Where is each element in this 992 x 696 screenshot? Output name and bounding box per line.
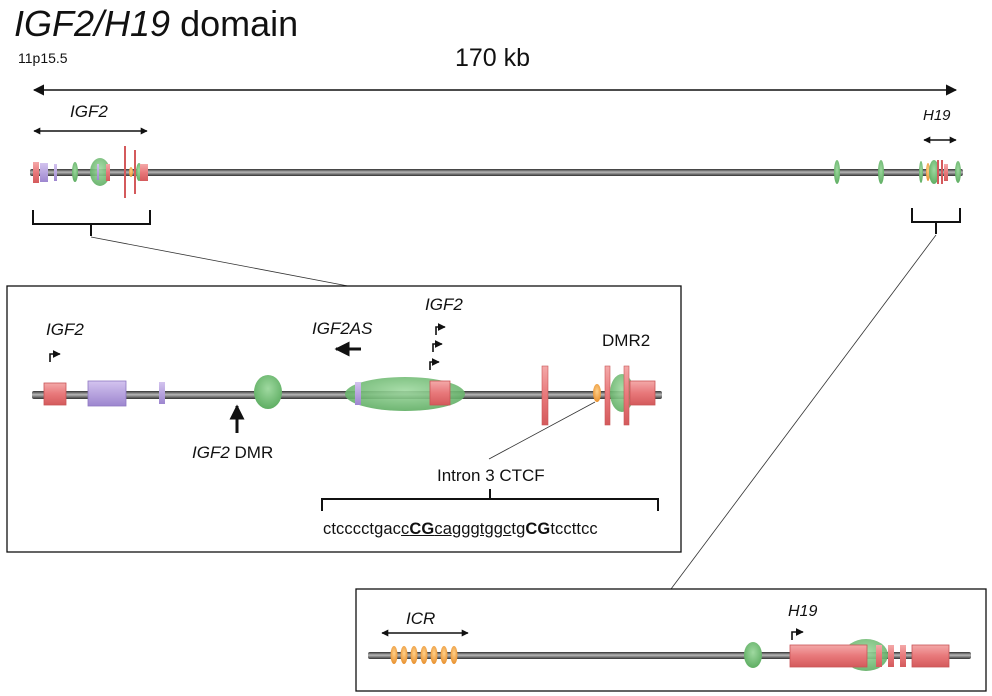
dmr-green	[744, 642, 762, 668]
ctcf-orange	[593, 384, 601, 402]
dmr-red-bar	[124, 146, 126, 198]
seq-seg7: tccttcc	[550, 520, 598, 538]
ctcf-label: Intron 3 CTCF	[437, 466, 545, 485]
igf2as-label: IGF2AS	[312, 319, 373, 338]
h19-bracket	[911, 208, 961, 234]
dmr2-label: DMR2	[602, 331, 651, 350]
seq-cpg: CG	[409, 520, 435, 538]
page-title: IGF2/H19 domain	[14, 2, 298, 46]
dmr-green	[919, 161, 923, 183]
exon-red	[876, 645, 882, 667]
exon-red	[33, 162, 39, 183]
h19-inset-box	[355, 588, 987, 692]
exon-red	[629, 380, 656, 406]
exon-purple	[97, 164, 99, 180]
igf2-promoter-arrow	[49, 350, 61, 362]
ctcf-orange	[420, 646, 428, 664]
h19-inset-label: H19	[788, 603, 818, 620]
igf2-dmr-rest: DMR	[234, 443, 274, 462]
overview-chromosome-line	[30, 169, 963, 176]
overview-igf2-label: IGF2	[70, 102, 108, 121]
dmr-red-bar	[541, 365, 549, 426]
dmr-green	[929, 160, 939, 184]
h19-promoter-arrow	[791, 628, 804, 640]
exon-red	[789, 644, 868, 668]
exon-red	[941, 160, 943, 184]
domain-size: 170 kb	[455, 44, 531, 72]
sequence-brace	[321, 489, 659, 511]
exon-red	[900, 645, 906, 667]
dmr-green	[72, 162, 78, 182]
zoom-connector	[670, 234, 937, 590]
chromosome-band: 11p15.5	[18, 50, 68, 66]
dmr-green	[955, 161, 961, 183]
seq-seg1: ctcccctgac	[323, 520, 402, 538]
dmr-red-bar	[134, 150, 136, 194]
exon-red	[911, 644, 950, 668]
igf2-inset-box	[6, 285, 682, 553]
seq-seg4: cagggtggc	[434, 520, 512, 538]
exon-red	[43, 382, 67, 406]
igf2-promoter-label: IGF2	[46, 320, 84, 339]
igf2-cluster-label: IGF2	[425, 295, 463, 314]
exon-purple	[54, 164, 57, 181]
exon-red	[429, 380, 451, 406]
igf2-bracket	[32, 210, 151, 236]
dmr-green	[254, 375, 282, 409]
icr-label: ICR	[406, 609, 436, 628]
ctcf-orange	[400, 646, 408, 664]
igf2-dmr-label: IGF2 DMR	[192, 443, 273, 463]
zoom-connector	[90, 236, 349, 287]
ctcf-orange	[440, 646, 448, 664]
title-gene: IGF2/H19	[14, 3, 171, 44]
exon-red	[937, 160, 939, 184]
dmr-green	[834, 160, 840, 184]
exon-purple	[40, 163, 48, 182]
title-rest: domain	[180, 3, 299, 44]
igf2-promoter-arrow	[429, 358, 440, 370]
ctcf-orange	[430, 646, 438, 664]
exon-red	[888, 645, 894, 667]
seq-seg2: c	[401, 520, 410, 538]
igf2-promoter-arrow	[435, 323, 446, 335]
exon-red	[140, 164, 148, 181]
exon-purple	[87, 380, 127, 407]
dmr-green	[878, 160, 884, 184]
ctcf-orange	[926, 163, 930, 181]
seq-underlined: cCGcagggtggc	[401, 520, 511, 538]
ctcf-sequence: ctcccctgaccCGcagggtggctgCGtccttcc	[323, 520, 598, 539]
igf2-promoter-arrow	[432, 340, 443, 352]
icr-ctcf-sites	[390, 646, 458, 664]
ctcf-orange	[450, 646, 458, 664]
ctcf-orange	[129, 167, 133, 177]
overview-locus	[30, 146, 963, 198]
exon-red	[106, 164, 110, 181]
exon-red	[944, 164, 948, 181]
exon-purple	[159, 382, 165, 404]
ctcf-orange	[410, 646, 418, 664]
seq-seg5: tg	[511, 520, 526, 538]
overview-h19-label: H19	[923, 107, 951, 124]
exon-purple	[355, 382, 361, 405]
dmr-red-bar	[604, 365, 611, 426]
igf2-dmr-gene: IGF2	[192, 443, 230, 462]
seq-cpg: CG	[525, 520, 551, 538]
dmr-red-bar	[623, 365, 630, 426]
ctcf-orange	[390, 646, 398, 664]
dmr-green	[90, 158, 110, 186]
ctcf-pointer	[488, 401, 596, 460]
